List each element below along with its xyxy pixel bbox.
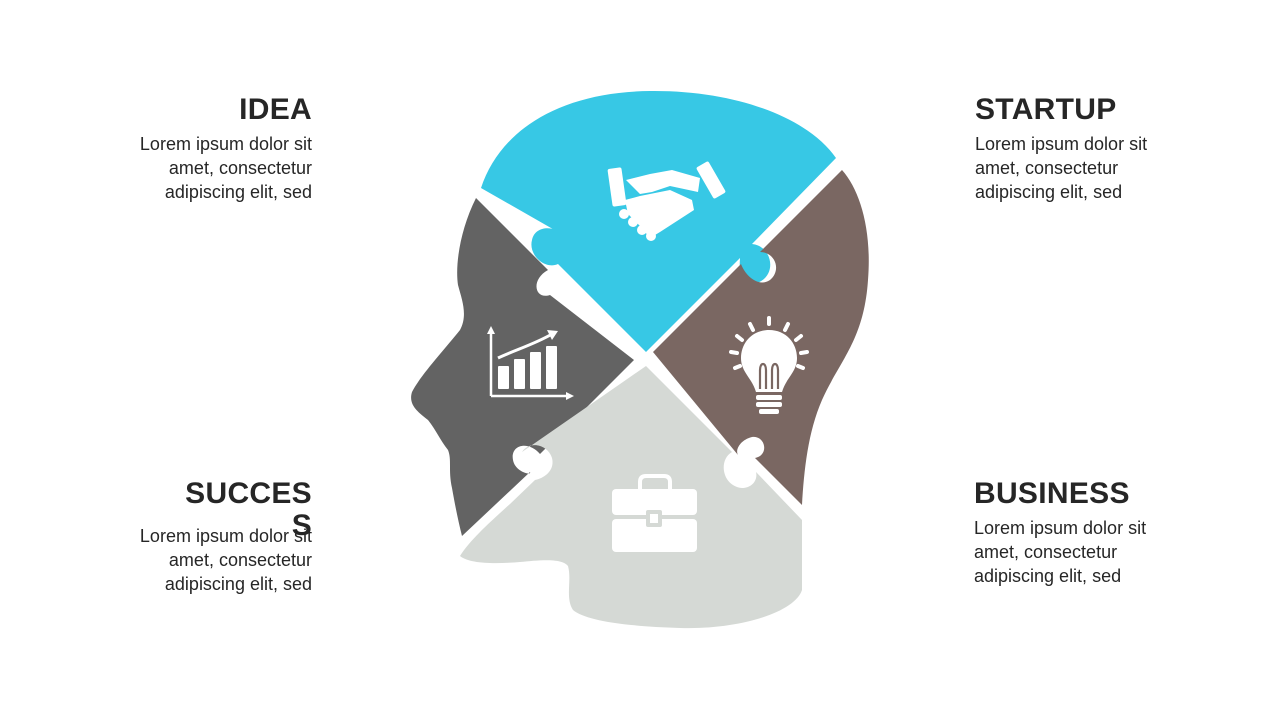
business-block: BUSINESS Lorem ipsum dolor sit amet, con…	[974, 478, 1174, 588]
business-text: Lorem ipsum dolor sit amet, consectetur …	[974, 518, 1147, 586]
business-title: BUSINESS	[974, 477, 1130, 510]
lightbulb-icon	[729, 316, 809, 414]
idea-text: Lorem ipsum dolor sit amet, consectetur …	[139, 134, 312, 202]
idea-title: IDEA	[239, 93, 312, 126]
startup-text: Lorem ipsum dolor sit amet, consectetur …	[975, 134, 1148, 202]
startup-block: STARTUP Lorem ipsum dolor sit amet, cons…	[975, 94, 1175, 204]
success-text: Lorem ipsum dolor sit amet, consectetur …	[139, 526, 312, 594]
briefcase-icon	[612, 474, 697, 552]
success-title: SUCCESS	[185, 477, 312, 542]
handshake-icon	[607, 161, 726, 241]
growth-chart-icon	[487, 326, 574, 400]
success-block: SUCCESS Lorem ipsum dolor sit amet, cons…	[112, 478, 312, 596]
startup-title: STARTUP	[975, 93, 1117, 126]
idea-block: IDEA Lorem ipsum dolor sit amet, consect…	[112, 94, 312, 204]
